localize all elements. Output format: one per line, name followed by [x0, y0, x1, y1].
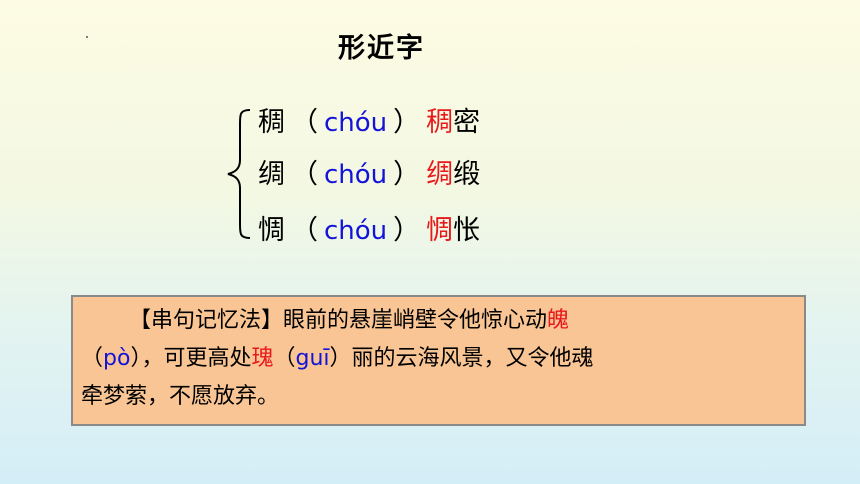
pinyin: chóu: [324, 160, 388, 190]
open-paren: （: [273, 346, 296, 371]
curly-brace-icon: [227, 109, 251, 239]
highlight-char: 惆: [426, 215, 454, 246]
word-rest: 怅: [453, 215, 481, 246]
highlight-char: 绸: [426, 159, 454, 190]
word-rest: 缎: [453, 159, 481, 190]
pinyin: chóu: [324, 216, 388, 246]
list-item: 稠（chóu）稠密: [258, 100, 480, 139]
page-title: 形近字: [338, 33, 425, 64]
character: 稠: [258, 107, 285, 138]
highlight-char: 稠: [426, 107, 454, 138]
tip-line-2: （pò），可更高处瑰（guī）丽的云海风景，又令他魂: [81, 340, 796, 378]
open-paren: （: [81, 346, 104, 371]
pinyin: chóu: [324, 108, 388, 138]
list-item: 惆（chóu）惆怅: [258, 208, 480, 247]
decorative-dot: [86, 36, 88, 38]
open-paren: （: [291, 159, 318, 190]
tip-line-1: 【串句记忆法】眼前的悬崖峭壁令他惊心动魄: [81, 302, 796, 340]
open-paren: （: [291, 107, 318, 138]
tip-text: 牵梦萦，不愿放弃。: [81, 384, 280, 409]
open-paren: （: [291, 215, 318, 246]
memory-tip-box: 【串句记忆法】眼前的悬崖峭壁令他惊心动魄 （pò），可更高处瑰（guī）丽的云海…: [71, 295, 806, 426]
character: 绸: [258, 159, 285, 190]
list-item: 绸（chóu）绸缎: [258, 152, 480, 191]
close-paren: ）: [393, 215, 421, 246]
tip-text: ）丽的云海风景，又令他魂: [329, 346, 594, 371]
tip-line-3: 牵梦萦，不愿放弃。: [81, 378, 796, 416]
tip-text: 【串句记忆法】眼前的悬崖峭壁令他惊心动: [129, 308, 548, 333]
tip-text: ），可更高处: [130, 346, 252, 371]
highlight-char: 魄: [547, 308, 570, 333]
pinyin: pò: [103, 346, 131, 371]
pinyin: guī: [295, 346, 330, 371]
close-paren: ）: [393, 159, 421, 190]
close-paren: ）: [393, 107, 421, 138]
word-rest: 密: [453, 107, 481, 138]
highlight-char: 瑰: [251, 346, 274, 371]
character: 惆: [258, 215, 285, 246]
